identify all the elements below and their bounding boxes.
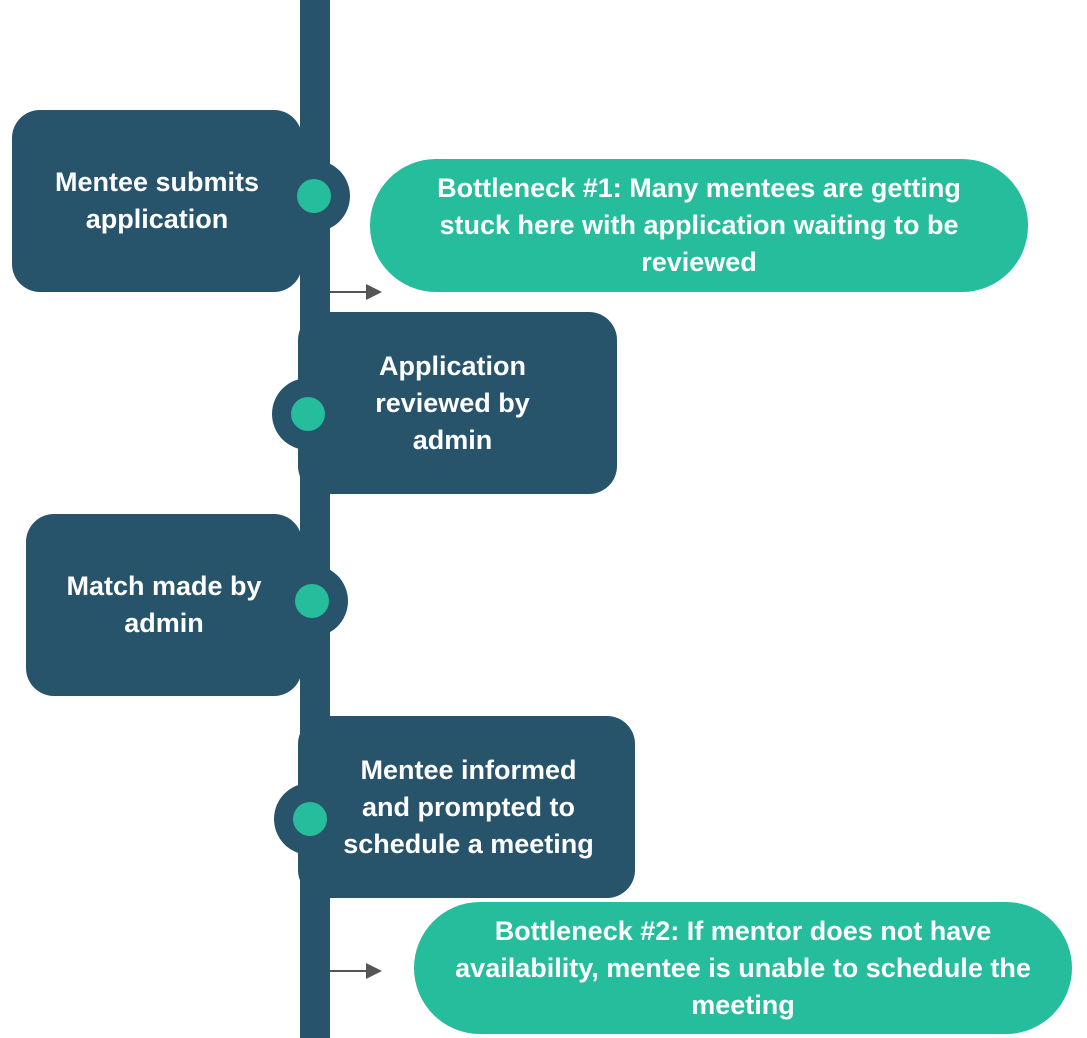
arrow-shaft (330, 291, 368, 293)
step-card-application-reviewed: Application reviewed by admin (298, 312, 617, 494)
timeline-marker-1 (278, 160, 350, 232)
step-card-match-made: Match made by admin (26, 514, 302, 696)
bottleneck-label: Bottleneck #2: If mentor does not have a… (455, 915, 1031, 1020)
bottleneck-label: Bottleneck #1: Many mentees are getting … (437, 173, 961, 277)
timeline-marker-2 (272, 378, 344, 450)
arrow-to-bottleneck-2 (330, 963, 382, 979)
timeline-dot-icon (293, 802, 327, 836)
arrow-to-bottleneck-1 (330, 284, 382, 300)
bottleneck-callout-1: Bottleneck #1: Many mentees are getting … (370, 159, 1028, 292)
arrow-shaft (330, 970, 368, 972)
step-label: Application reviewed by admin (375, 350, 530, 455)
timeline-dot-icon (297, 179, 331, 213)
step-label: Mentee informed and prompted to schedule… (343, 754, 594, 859)
step-label: Mentee submits application (54, 167, 260, 234)
timeline-marker-3 (276, 565, 348, 637)
arrow-right-icon (366, 284, 382, 300)
step-card-submit-application: Mentee submits application (12, 110, 302, 292)
timeline-dot-icon (291, 397, 325, 431)
step-card-mentee-informed: Mentee informed and prompted to schedule… (298, 716, 635, 898)
timeline-dot-icon (295, 584, 329, 618)
timeline-marker-4 (274, 783, 346, 855)
arrow-right-icon (366, 963, 382, 979)
bottleneck-callout-2: Bottleneck #2: If mentor does not have a… (414, 902, 1072, 1034)
step-label: Match made by admin (66, 571, 262, 638)
